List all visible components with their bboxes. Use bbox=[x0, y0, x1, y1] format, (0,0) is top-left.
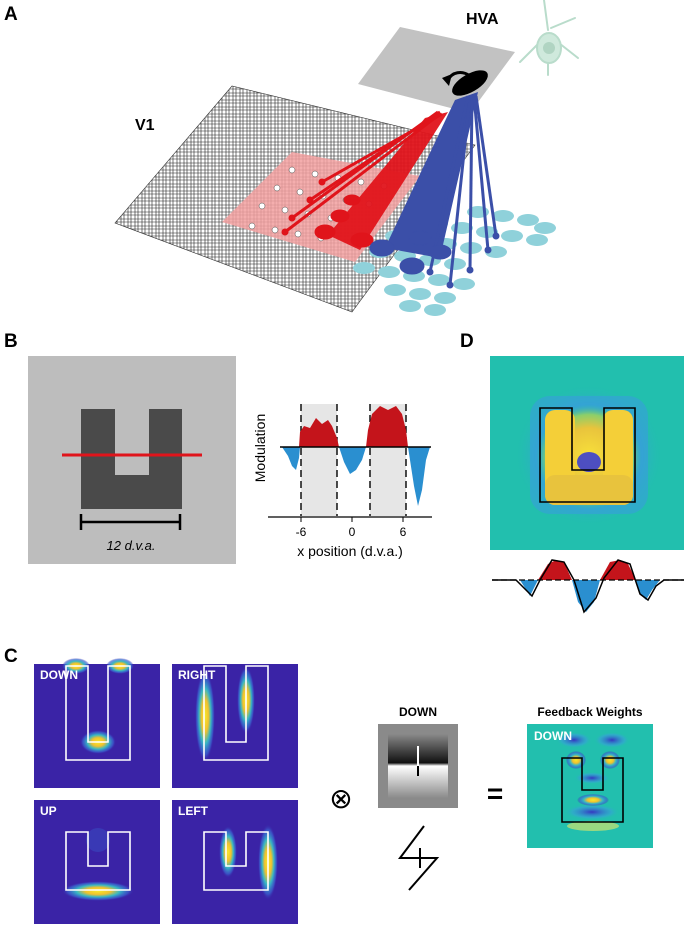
equals-symbol: = bbox=[487, 778, 503, 809]
blue-projections bbox=[369, 92, 500, 289]
weights-title: Feedback Weights bbox=[537, 705, 642, 719]
positive-lobe-left bbox=[299, 418, 339, 447]
weights-label: DOWN bbox=[534, 729, 572, 743]
v1-red-patch bbox=[222, 152, 420, 262]
hva-label: HVA bbox=[466, 11, 499, 28]
positive-lobe-right bbox=[366, 406, 408, 447]
arrowhead-icon bbox=[442, 74, 452, 86]
hva-neuron-disk bbox=[452, 70, 488, 96]
map-up bbox=[34, 800, 160, 924]
panel-d-heatmap bbox=[490, 356, 684, 550]
panel-d-letter: D bbox=[460, 331, 474, 352]
kernel-label: DOWN bbox=[399, 705, 437, 719]
convolution-operator-icon: ⊗ bbox=[329, 783, 352, 814]
feedback-weights-map bbox=[527, 724, 653, 848]
red-projections bbox=[281, 110, 448, 250]
panel-b-letter: B bbox=[4, 331, 18, 352]
map-down-label: DOWN bbox=[40, 668, 78, 682]
u-shape-stimulus bbox=[81, 409, 182, 509]
hva-plane bbox=[358, 27, 515, 113]
panel-a-letter: A bbox=[4, 4, 18, 25]
xtick-1: 0 bbox=[349, 525, 356, 539]
map-right bbox=[172, 664, 298, 788]
kernel-symbol-icon bbox=[398, 825, 440, 891]
map-up-label: UP bbox=[40, 804, 57, 818]
map-down bbox=[34, 658, 160, 788]
x-axis-label: x position (d.v.a.) bbox=[297, 543, 403, 559]
map-right-label: RIGHT bbox=[178, 668, 216, 682]
scale-bar bbox=[79, 514, 182, 530]
stimulus-background bbox=[28, 356, 236, 564]
map-left bbox=[172, 800, 298, 924]
scale-label: 12 d.v.a. bbox=[107, 538, 156, 553]
highlight-band-left bbox=[301, 404, 337, 516]
modulation-plot bbox=[268, 404, 432, 522]
panel-c-letter: C bbox=[4, 646, 18, 667]
negative-lobe-3 bbox=[408, 447, 430, 506]
kernel-image bbox=[378, 724, 458, 808]
xtick-0: -6 bbox=[296, 525, 307, 539]
map-left-label: LEFT bbox=[178, 804, 209, 818]
panel-d-profile bbox=[492, 559, 684, 614]
neuron-icon bbox=[519, 0, 579, 76]
negative-lobe-2 bbox=[339, 447, 366, 474]
negative-lobe-1 bbox=[282, 447, 300, 470]
xtick-2: 6 bbox=[400, 525, 407, 539]
v1-label: V1 bbox=[135, 117, 155, 134]
y-axis-label: Modulation bbox=[252, 414, 268, 483]
